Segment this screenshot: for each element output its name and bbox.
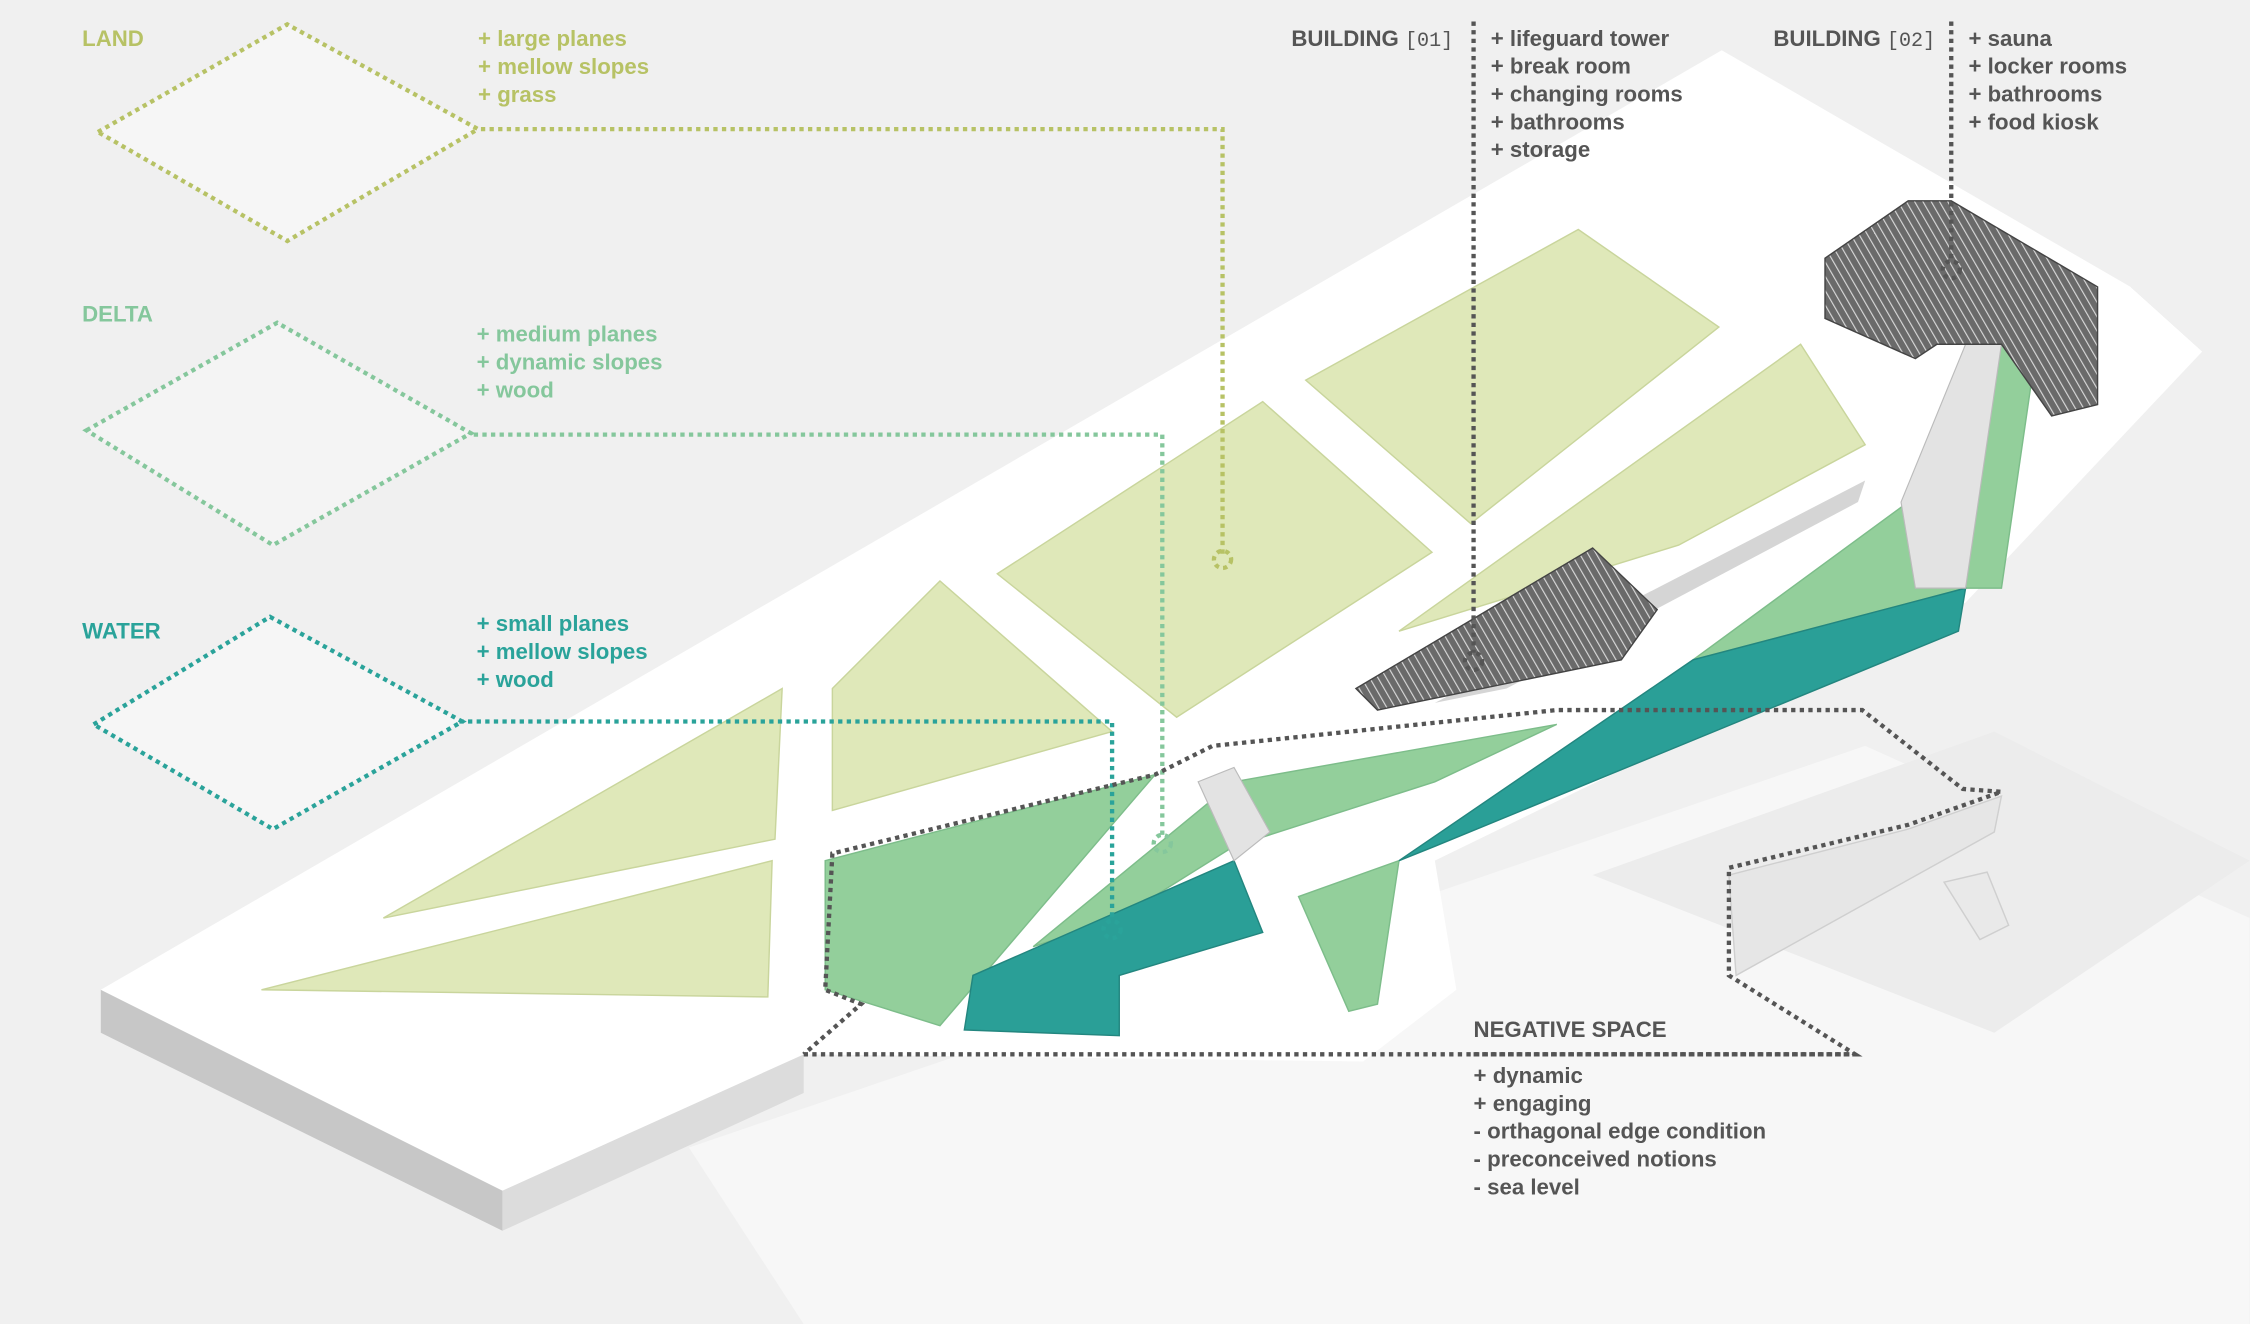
- water-item: + small planes: [477, 611, 630, 636]
- slab-side-left: [100, 989, 503, 1231]
- negative-space-item: + dynamic: [1474, 1063, 1583, 1088]
- water-plane: [963, 859, 1264, 1037]
- delta-plane: [1297, 859, 1400, 1013]
- water-diamond: [89, 614, 467, 832]
- building-01-item: + storage: [1491, 137, 1590, 162]
- delta-title: DELTA: [82, 301, 153, 326]
- land-item: + grass: [478, 82, 556, 107]
- building-02-item: + bathrooms: [1968, 82, 2102, 107]
- land-plane: [383, 687, 783, 919]
- stairs: [1900, 343, 2003, 589]
- building-01-marker: [1462, 650, 1485, 673]
- water-plane: [1398, 587, 1967, 862]
- land-target-marker: [1211, 548, 1234, 571]
- delta-item: + medium planes: [477, 321, 658, 346]
- water-planes: [963, 587, 1967, 1037]
- delta-plane: [824, 773, 1158, 1027]
- building-01-title: BUILDING [01]: [1291, 26, 1453, 53]
- negative-space-outline: [802, 707, 2003, 1057]
- water-item: + mellow slopes: [477, 639, 648, 664]
- building-02-title: BUILDING [02]: [1773, 26, 1935, 53]
- land-planes: [261, 228, 1867, 998]
- water-item: + wood: [477, 667, 554, 692]
- building-01-item: + bathrooms: [1491, 109, 1625, 134]
- delta-target-marker: [1151, 832, 1174, 855]
- delta-item: + dynamic slopes: [477, 349, 663, 374]
- model-fragment: [1728, 795, 2003, 977]
- building-02-item: + locker rooms: [1968, 54, 2127, 79]
- land-item: + large planes: [478, 26, 627, 51]
- ground-shadow-right: [1592, 731, 2250, 1033]
- land-plane: [261, 859, 773, 998]
- delta-planes: [824, 340, 2039, 1027]
- building-01: [1354, 547, 1659, 711]
- stairs: [1197, 766, 1271, 862]
- water-target-marker: [1101, 918, 1123, 941]
- building-02-item: + sauna: [1968, 26, 2052, 51]
- building-01-item: + lifeguard tower: [1491, 26, 1670, 51]
- building-01-item: + break room: [1491, 54, 1631, 79]
- land-leader-line: [480, 126, 1225, 557]
- land-plane: [1304, 228, 1721, 525]
- building-02-marker: [1940, 258, 1963, 281]
- negative-space-item: - orthagonal edge condition: [1474, 1119, 1767, 1144]
- building-02-item: + food kiosk: [1968, 109, 2099, 134]
- slab-side-front: [502, 1054, 804, 1231]
- negative-space-item: - preconceived notions: [1474, 1146, 1717, 1171]
- negative-space-title: NEGATIVE SPACE: [1474, 1017, 1667, 1042]
- delta-diamond: [82, 320, 476, 548]
- delta-item: + wood: [477, 377, 554, 402]
- land-item: + mellow slopes: [478, 54, 649, 79]
- building-01-item: + changing rooms: [1491, 82, 1683, 107]
- negative-space-item: - sea level: [1474, 1174, 1580, 1199]
- model-fragment: [1942, 871, 2010, 941]
- negative-space-item: + engaging: [1474, 1091, 1592, 1116]
- building-02: [1824, 200, 2099, 417]
- water-leader-line: [459, 719, 1115, 921]
- land-diamond: [93, 21, 483, 244]
- land-title: LAND: [82, 26, 144, 51]
- delta-leader-line: [473, 432, 1165, 835]
- water-title: WATER: [82, 618, 161, 643]
